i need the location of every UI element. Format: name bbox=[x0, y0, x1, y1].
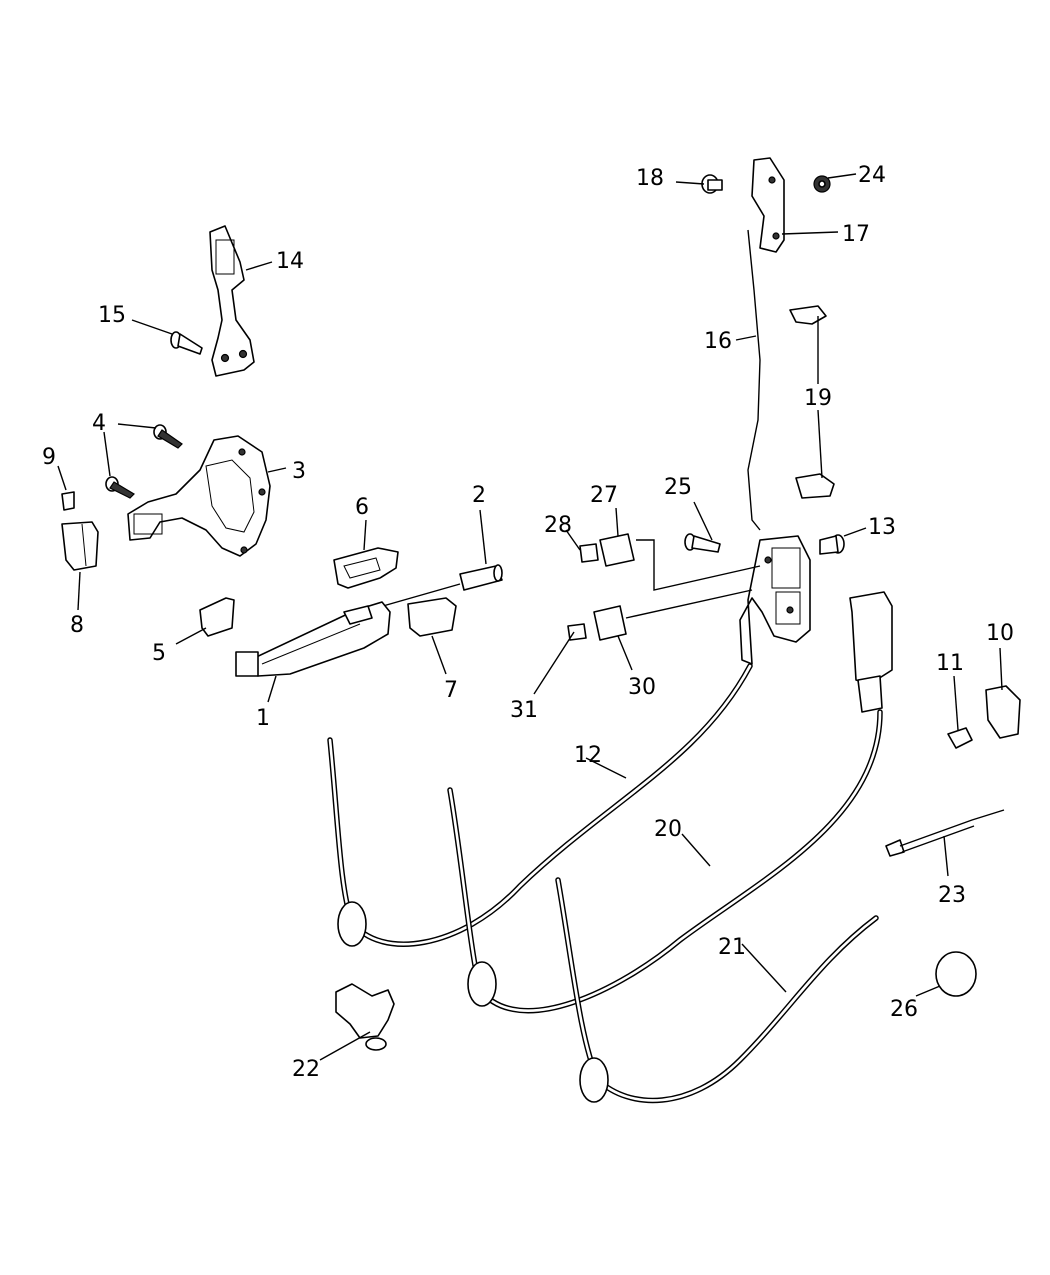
part-2-alignment-line bbox=[375, 583, 461, 609]
callout-27: 27 bbox=[590, 483, 618, 508]
callout-13: 13 bbox=[868, 515, 896, 540]
callout-10: 10 bbox=[986, 621, 1014, 646]
part-3-handle-carrier bbox=[127, 435, 271, 557]
callout-23: 23 bbox=[938, 883, 966, 908]
part-26-cap bbox=[935, 951, 977, 997]
part-1-outside-handle bbox=[235, 601, 391, 677]
part-28-plug bbox=[579, 543, 599, 563]
callout-5: 5 bbox=[152, 641, 166, 666]
part-9-clip bbox=[61, 491, 75, 511]
door-latch-assembly bbox=[739, 535, 811, 665]
callout-11: 11 bbox=[936, 651, 964, 676]
callout-9: 9 bbox=[42, 445, 56, 470]
part-15-bolt bbox=[170, 331, 203, 355]
part-21-cable bbox=[555, 877, 879, 1104]
callout-28: 28 bbox=[544, 513, 572, 538]
part-2-lock-cylinder bbox=[459, 564, 503, 591]
part-20-cable bbox=[447, 709, 883, 1014]
part-19-clips bbox=[789, 305, 835, 499]
callout-21: 21 bbox=[718, 935, 746, 960]
part-31-plug bbox=[567, 623, 587, 641]
part-11-bolt bbox=[947, 727, 973, 749]
callout-30: 30 bbox=[628, 675, 656, 700]
callout-25: 25 bbox=[664, 475, 692, 500]
part-13-bolt bbox=[819, 534, 845, 555]
callout-16: 16 bbox=[704, 329, 732, 354]
callout-17: 17 bbox=[842, 222, 870, 247]
callout-12: 12 bbox=[574, 743, 602, 768]
callout-24: 24 bbox=[858, 163, 886, 188]
part-4-bolts bbox=[105, 424, 183, 499]
part-27-wire bbox=[636, 539, 761, 591]
callout-15: 15 bbox=[98, 303, 126, 328]
callout-4: 4 bbox=[92, 411, 106, 436]
part-30-connector bbox=[593, 605, 627, 641]
part-6-handle-cover bbox=[333, 547, 399, 589]
part-7-cylinder-cap bbox=[407, 597, 457, 637]
part-27-connector bbox=[599, 533, 635, 567]
callout-26: 26 bbox=[890, 997, 918, 1022]
callout-1: 1 bbox=[256, 706, 270, 731]
part-25-bolt bbox=[684, 533, 721, 553]
part-5-gasket bbox=[199, 597, 235, 637]
part-30-wire bbox=[625, 589, 753, 619]
part-23-rod bbox=[885, 809, 1005, 857]
callout-31: 31 bbox=[510, 698, 538, 723]
part-8-seal bbox=[61, 521, 99, 571]
callout-19: 19 bbox=[804, 386, 832, 411]
leader-lines bbox=[57, 173, 1003, 1061]
callout-18: 18 bbox=[636, 166, 664, 191]
callout-2: 2 bbox=[472, 483, 486, 508]
part-24-nut bbox=[813, 175, 831, 193]
part-10-striker bbox=[985, 685, 1021, 739]
callout-8: 8 bbox=[70, 613, 84, 638]
part-14-handle-bracket bbox=[209, 225, 255, 377]
part-22-clip bbox=[335, 983, 395, 1051]
callout-7: 7 bbox=[444, 678, 458, 703]
part-12-cable bbox=[327, 663, 753, 947]
callout-20: 20 bbox=[654, 817, 682, 842]
actuator-housing bbox=[849, 591, 893, 713]
part-16-rod bbox=[747, 229, 761, 531]
part-18-fastener bbox=[701, 174, 723, 194]
callout-14: 14 bbox=[276, 249, 304, 274]
part-17-latch-bracket bbox=[751, 157, 785, 253]
callout-3: 3 bbox=[292, 459, 306, 484]
callout-22: 22 bbox=[292, 1057, 320, 1082]
callout-6: 6 bbox=[355, 495, 369, 520]
